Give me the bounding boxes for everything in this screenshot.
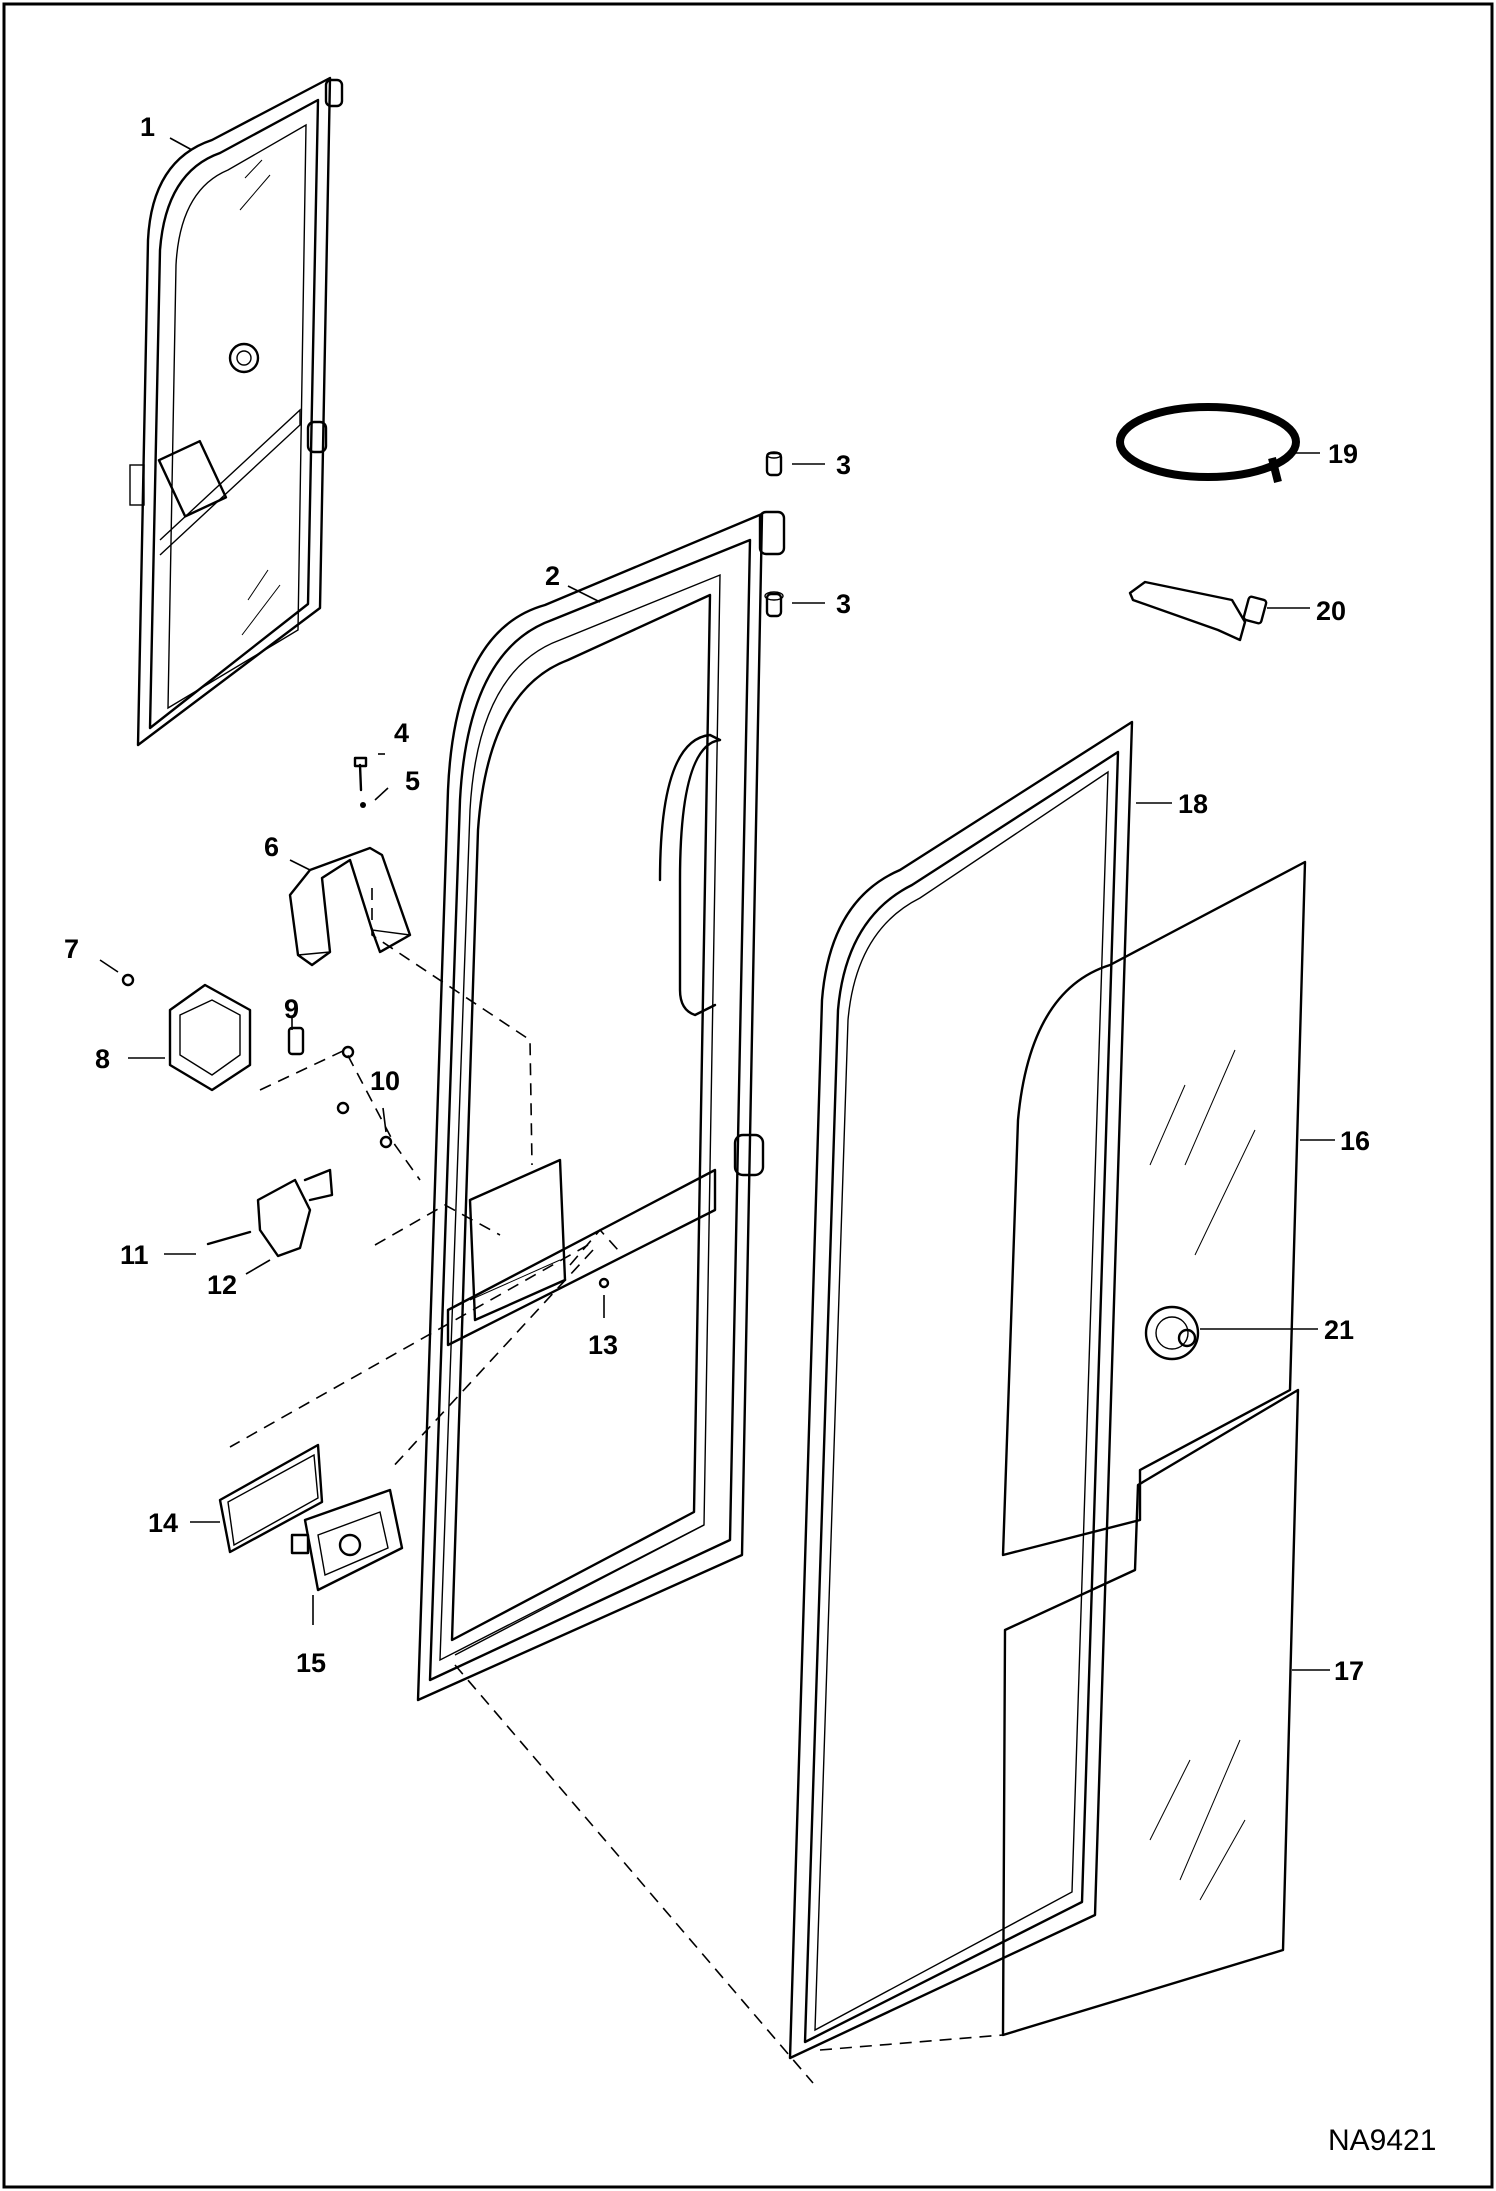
callout-18: 18 — [1178, 789, 1208, 819]
drawing-reference: NA9421 — [1328, 2124, 1436, 2157]
callout-8: 8 — [95, 1044, 110, 1074]
assembly-dashed-lines — [229, 888, 1004, 2084]
callout-21: 21 — [1324, 1315, 1354, 1345]
callout-3-upper: 3 — [836, 450, 851, 480]
part-13-plug — [598, 1277, 610, 1289]
part-21-knob — [1144, 1305, 1200, 1361]
part-17-glass-lower — [1001, 1388, 1300, 2037]
part-9-10-fasteners — [287, 1026, 393, 1149]
part-4-5-screw-washer — [353, 756, 368, 808]
callout-6: 6 — [264, 832, 279, 862]
callout-16: 16 — [1340, 1126, 1370, 1156]
callout-9: 9 — [284, 994, 299, 1024]
part-7-8-latch-bracket — [121, 973, 252, 1092]
part-16-glass-upper — [1001, 860, 1307, 1557]
leader-lines — [99, 137, 1335, 1671]
callout-7: 7 — [64, 934, 79, 964]
part-3-hinge-pins — [758, 451, 786, 618]
part-19-coiled-seal — [1116, 403, 1300, 483]
part-11-12-latch — [206, 1168, 334, 1258]
part-1-door-assembly — [129, 76, 344, 747]
part-14-15-seal-handle — [218, 1443, 404, 1592]
callout-20: 20 — [1316, 596, 1346, 626]
callout-labels: 1 2 3 3 4 5 6 7 8 9 10 11 12 13 14 15 16… — [64, 112, 1370, 1686]
callout-13: 13 — [588, 1330, 618, 1360]
callout-3-lower: 3 — [836, 589, 851, 619]
part-20-tube — [1128, 580, 1268, 642]
callout-2: 2 — [545, 561, 560, 591]
callout-11: 11 — [120, 1240, 149, 1270]
part-18-gasket — [788, 720, 1134, 2060]
callout-10: 10 — [370, 1066, 400, 1096]
callout-15: 15 — [296, 1648, 326, 1678]
callout-19: 19 — [1328, 439, 1358, 469]
callout-17: 17 — [1334, 1656, 1364, 1686]
callout-12: 12 — [207, 1270, 237, 1300]
callout-14: 14 — [148, 1508, 178, 1538]
callout-4: 4 — [394, 718, 409, 748]
callout-1: 1 — [140, 112, 155, 142]
callout-5: 5 — [405, 766, 420, 796]
